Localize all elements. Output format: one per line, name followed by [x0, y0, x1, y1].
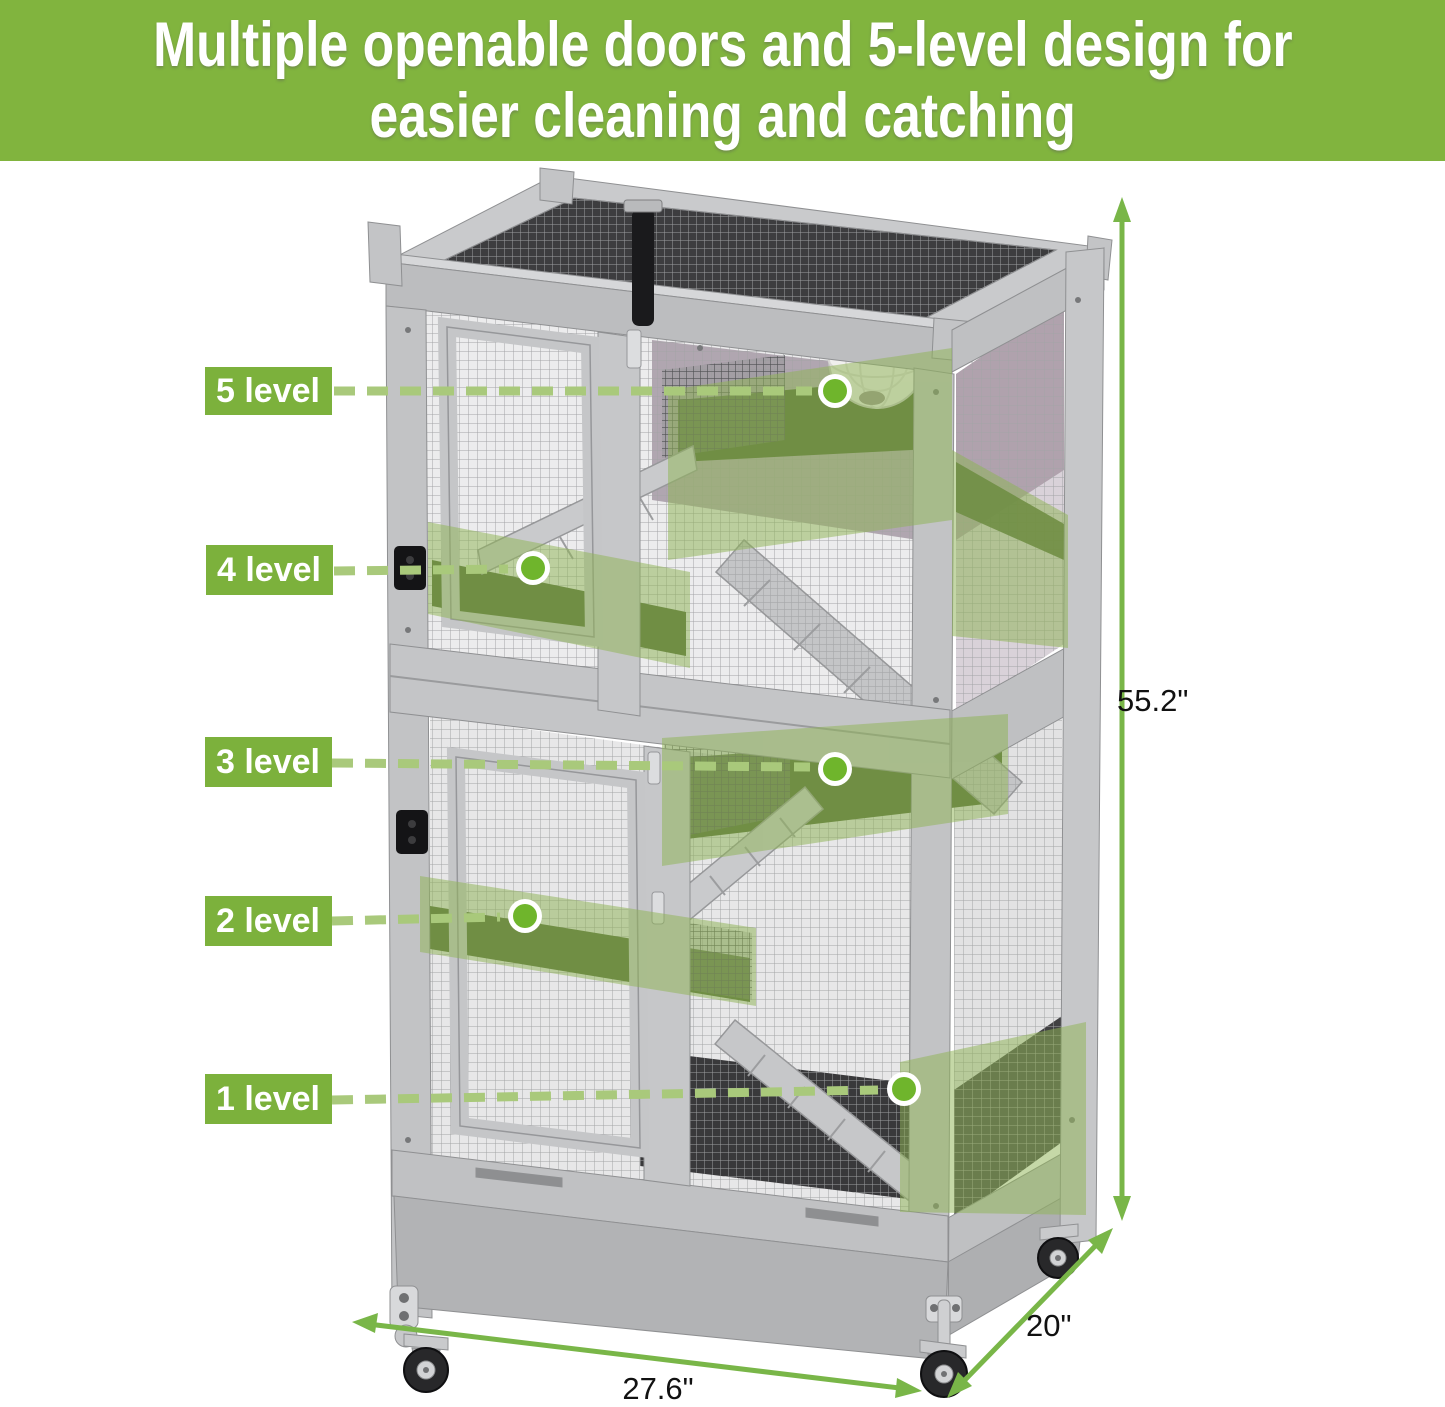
level-3-badge: [205, 737, 332, 787]
level-5-badge-label: 5 level: [216, 372, 320, 410]
dimension-arrows: 55.2" 27.6" 20": [352, 197, 1188, 1406]
lid-latch: [632, 208, 654, 326]
level-2-marker-dot: [508, 899, 542, 933]
width-arrow: [352, 1313, 922, 1398]
height-arrow: [1113, 197, 1131, 1221]
depth-label: 20": [1026, 1308, 1072, 1343]
level-1-badge-label: 1 level: [216, 1080, 320, 1118]
annotations: 5 level 4 level 3 level 2 level 1 level …: [205, 197, 1188, 1406]
tray-slot-handle: [475, 1167, 563, 1188]
title-line-2: easier cleaning and catching: [369, 80, 1076, 151]
caster-wheels: [403, 1223, 1079, 1398]
level-2-highlight: [420, 876, 756, 1006]
leader-level-2: [331, 912, 501, 926]
leader-level-1: [331, 1085, 879, 1105]
door-hinge-lower: [396, 810, 428, 854]
height-label: 55.2": [1117, 683, 1188, 718]
level-badges: 5 level 4 level 3 level 2 level 1 level: [205, 367, 333, 1124]
level-4-highlight: [428, 522, 690, 668]
caster-wheel-back-right: [1037, 1223, 1079, 1279]
level-5-marker-dot: [818, 374, 852, 408]
level-3-highlight: [662, 714, 1008, 866]
level-4-badge-label: 4 level: [217, 551, 321, 589]
level-2-badge-label: 2 level: [216, 902, 320, 940]
leader-lines: [331, 386, 879, 1105]
width-label: 27.6": [622, 1371, 693, 1406]
caster-wheel-front-left: [403, 1333, 449, 1393]
level-3-badge-label: 3 level: [216, 743, 320, 781]
level-1-marker-dot: [887, 1072, 921, 1106]
level-4-marker-dot: [516, 551, 550, 585]
tray-slot-handle-2: [805, 1207, 879, 1227]
title-line-1: Multiple openable doors and 5-level desi…: [152, 9, 1293, 80]
leader-level-4: [333, 564, 509, 576]
level-5-highlight-side: [952, 450, 1068, 648]
level-2-badge: [205, 896, 332, 946]
header-banner: Multiple openable doors and 5-level desi…: [0, 0, 1445, 161]
door-latch-small: [626, 329, 642, 369]
corner-latch-right: [925, 1295, 963, 1357]
depth-arrow: [947, 1228, 1113, 1398]
level-4-badge: [206, 545, 333, 595]
leader-level-3: [331, 758, 811, 772]
level-3-marker-dot: [818, 752, 852, 786]
level-1-badge: [205, 1074, 332, 1124]
level-5-highlight: [668, 348, 952, 560]
marker-dots: [508, 374, 921, 1106]
level-1-highlight: [900, 1022, 1086, 1215]
level-5-badge: [205, 367, 332, 415]
level-highlights: [420, 348, 1086, 1215]
